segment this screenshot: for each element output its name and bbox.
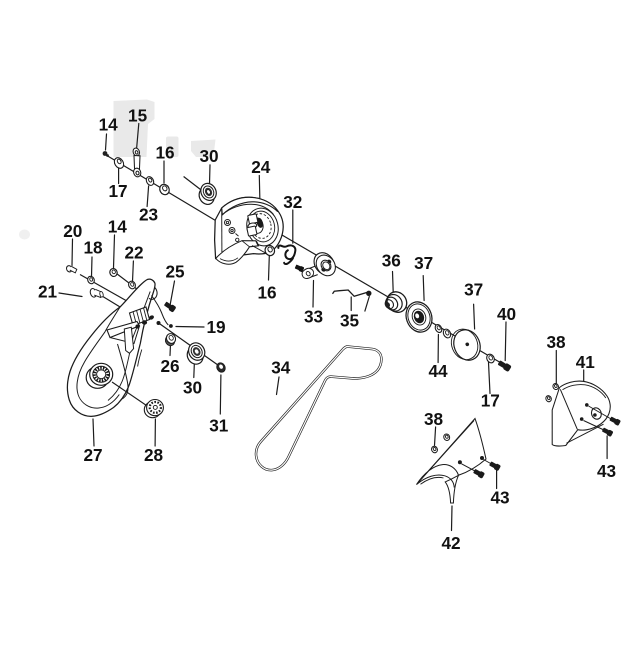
svg-text:20: 20	[63, 221, 82, 241]
svg-text:38: 38	[424, 409, 444, 429]
svg-text:21: 21	[38, 282, 58, 302]
svg-text:16: 16	[257, 283, 276, 303]
svg-text:26: 26	[160, 356, 179, 376]
svg-text:18: 18	[83, 238, 103, 258]
svg-text:33: 33	[304, 307, 323, 327]
svg-text:23: 23	[139, 205, 158, 225]
svg-text:35: 35	[340, 311, 360, 331]
svg-text:42: 42	[441, 533, 460, 553]
svg-text:44: 44	[428, 361, 448, 381]
svg-text:28: 28	[144, 445, 164, 465]
svg-text:22: 22	[124, 243, 143, 263]
svg-text:38: 38	[546, 332, 566, 352]
svg-text:30: 30	[199, 146, 218, 166]
svg-text:16: 16	[155, 143, 174, 163]
svg-text:24: 24	[251, 157, 271, 177]
svg-text:31: 31	[209, 416, 229, 436]
svg-text:34: 34	[271, 358, 291, 378]
svg-text:37: 37	[464, 280, 483, 300]
svg-text:17: 17	[108, 181, 127, 201]
svg-text:43: 43	[597, 461, 616, 481]
svg-text:30: 30	[183, 378, 202, 398]
svg-text:15: 15	[128, 106, 148, 126]
svg-text:32: 32	[283, 192, 302, 212]
svg-text:19: 19	[206, 317, 225, 337]
svg-text:40: 40	[497, 304, 516, 324]
svg-text:27: 27	[83, 445, 102, 465]
svg-text:17: 17	[481, 391, 500, 411]
svg-text:14: 14	[99, 115, 119, 135]
svg-text:25: 25	[165, 262, 185, 282]
svg-text:41: 41	[576, 352, 596, 372]
svg-text:14: 14	[108, 217, 128, 237]
svg-text:43: 43	[490, 488, 509, 508]
svg-text:37: 37	[414, 253, 433, 273]
svg-text:36: 36	[382, 251, 401, 271]
